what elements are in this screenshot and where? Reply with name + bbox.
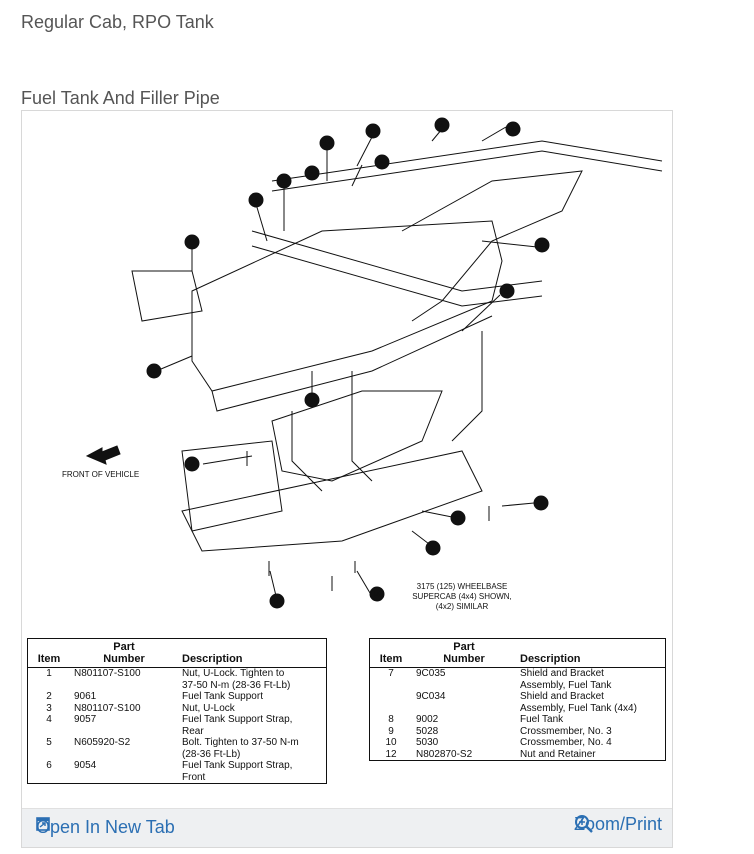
col-item: Item — [369, 638, 412, 668]
svg-text:7: 7 — [431, 544, 436, 553]
svg-text:1: 1 — [511, 125, 516, 134]
front-of-vehicle-label: FRONT OF VEHICLE — [62, 470, 139, 479]
open-new-tab-icon — [36, 817, 50, 831]
callout-1-center — [374, 154, 390, 170]
callout-3-bottom — [304, 392, 320, 408]
callout-1-top-right — [505, 121, 521, 137]
callout-12 — [365, 123, 381, 139]
magnifier-icon — [574, 815, 593, 833]
zoom-print-label: Zoom/Print — [573, 814, 662, 834]
svg-text:4: 4 — [190, 238, 195, 247]
callout-5-left — [184, 456, 200, 472]
callout-3-top — [276, 173, 292, 189]
callout-5-bottom-left — [269, 593, 285, 609]
callout-10 — [319, 135, 335, 151]
callout-7 — [425, 540, 441, 556]
callout-8 — [146, 363, 162, 379]
callout-3-right — [534, 237, 550, 253]
svg-text:1: 1 — [310, 169, 315, 178]
callout-5-bottom-center — [369, 586, 385, 602]
callout-2 — [434, 117, 450, 133]
svg-text:5: 5 — [190, 460, 195, 469]
figure-footer: Open In New Tab Zoom/Print — [22, 808, 672, 847]
col-item: Item — [27, 638, 70, 668]
svg-text:9: 9 — [254, 196, 259, 205]
fuel-tank-diagram: 1 2 1 12 10 1 3 9 4 3 4 8 3 5 6 5 7 5 5 … — [62, 117, 663, 611]
svg-text:3: 3 — [282, 177, 287, 186]
diagram-figure[interactable]: 1 2 1 12 10 1 3 9 4 3 4 8 3 5 6 5 7 5 5 … — [21, 110, 673, 848]
svg-text:6: 6 — [456, 514, 461, 523]
callout-4-left — [184, 234, 200, 250]
svg-text:5: 5 — [539, 499, 544, 508]
open-in-new-tab-label: Open In New Tab — [36, 817, 175, 837]
col-description: Description — [178, 638, 327, 668]
svg-text:3: 3 — [310, 396, 315, 405]
svg-text:4: 4 — [505, 287, 510, 296]
svg-text:1: 1 — [380, 158, 385, 167]
svg-text:2: 2 — [440, 121, 445, 130]
svg-text:5: 5 — [275, 597, 280, 606]
callout-1-left — [304, 165, 320, 181]
page-title: Regular Cab, RPO Tank — [21, 12, 214, 32]
caption-line-3: (4x2) SIMILAR — [436, 602, 489, 611]
caption-line-2: SUPERCAB (4x4) SHOWN, — [412, 592, 512, 601]
svg-text:10: 10 — [323, 139, 332, 148]
col-description: Description — [516, 638, 666, 668]
callout-4-right — [499, 283, 515, 299]
callout-9 — [248, 192, 264, 208]
zoom-print-button[interactable]: Zoom/Print — [574, 814, 662, 835]
caption-line-1: 3175 (125) WHEELBASE — [417, 582, 508, 591]
open-in-new-tab-link[interactable]: Open In New Tab — [36, 817, 175, 838]
section-title: Fuel Tank And Filler Pipe — [21, 88, 220, 108]
callout-6 — [450, 510, 466, 526]
svg-text:3: 3 — [540, 241, 545, 250]
svg-text:12: 12 — [369, 127, 378, 136]
svg-text:8: 8 — [152, 367, 157, 376]
callout-5-right — [533, 495, 549, 511]
svg-text:5: 5 — [375, 590, 380, 599]
